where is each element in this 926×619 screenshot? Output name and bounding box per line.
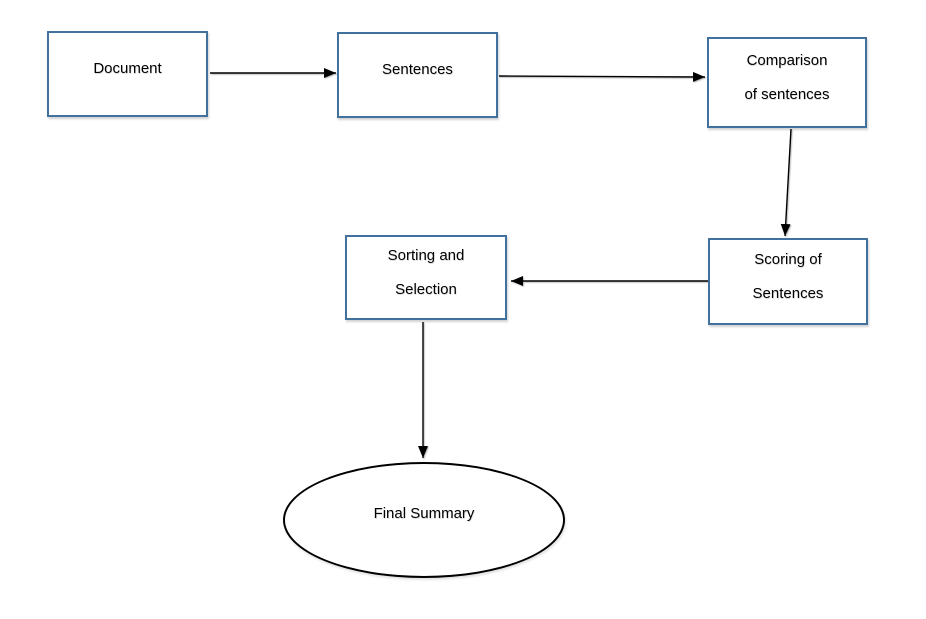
arrow-sentences-to-comparison <box>498 71 706 82</box>
node-text: Sorting and <box>387 246 465 264</box>
node-text: Final Summary <box>373 505 475 522</box>
node-scoring-label: Scoring of Sentences <box>753 243 824 311</box>
node-scoring-of-sentences: Scoring of Sentences <box>708 238 868 325</box>
node-final-summary: Final Summary <box>283 462 565 578</box>
node-comparison-of-sentences: Comparison of sentences <box>707 37 867 128</box>
node-final-summary-label: Final Summary <box>374 497 475 531</box>
node-sorting-and-selection: Sorting and Selection <box>345 235 507 320</box>
node-sentences: Sentences <box>337 32 498 118</box>
node-text: Selection <box>395 280 457 298</box>
node-document: Document <box>47 31 208 117</box>
node-text: Scoring of <box>754 250 822 268</box>
node-text: Document <box>93 60 162 77</box>
node-sentences-label: Sentences <box>382 53 453 87</box>
node-text: of sentences <box>744 85 830 103</box>
node-text: Sentences <box>752 284 824 302</box>
node-text: Sentences <box>382 61 453 78</box>
node-sorting-label: Sorting and Selection <box>388 239 465 307</box>
arrow-comparison-to-scoring <box>780 128 792 237</box>
node-text: Comparison <box>746 51 828 69</box>
node-document-label: Document <box>93 52 161 86</box>
node-comparison-label: Comparison of sentences <box>744 44 829 112</box>
